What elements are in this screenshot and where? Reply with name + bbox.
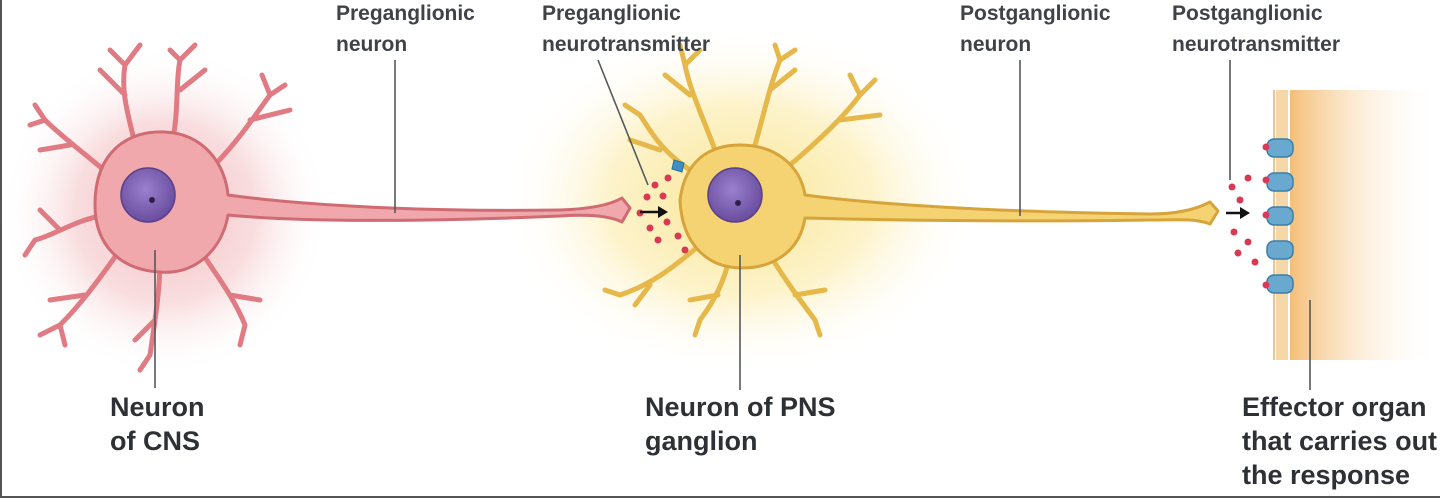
pns-nucleus	[707, 167, 763, 223]
ganglion-receptor	[671, 159, 685, 173]
label-preganglionic-neurotransmitter: Preganglionic neurotransmitter	[542, 2, 710, 56]
cns-nucleus	[120, 167, 176, 223]
leader-preganglionic-neurotransmitter	[597, 59, 649, 186]
synapse-arrow-1	[640, 206, 668, 218]
label-neuron-pns: Neuron of PNS ganglion	[645, 392, 843, 456]
pns-neuron	[602, 42, 1220, 338]
effector-receptors	[1266, 138, 1294, 294]
label-postganglionic-neurotransmitter: Postganglionic neurotransmitter	[1172, 2, 1340, 56]
effector-organ	[1273, 90, 1440, 360]
label-effector: Effector organ that carries out the resp…	[1242, 392, 1440, 490]
label-postganglionic-neuron: Postganglionic neuron	[960, 2, 1116, 56]
label-preganglionic-neuron: Preganglionic neuron	[336, 2, 481, 56]
synapse-arrow-2	[1226, 207, 1250, 219]
cns-neuron	[22, 42, 632, 373]
preganglionic-neurotransmitter-molecules	[636, 174, 689, 254]
label-neuron-cns: Neuron of CNS	[110, 392, 212, 456]
postganglionic-neurotransmitter-molecules	[1228, 143, 1270, 289]
